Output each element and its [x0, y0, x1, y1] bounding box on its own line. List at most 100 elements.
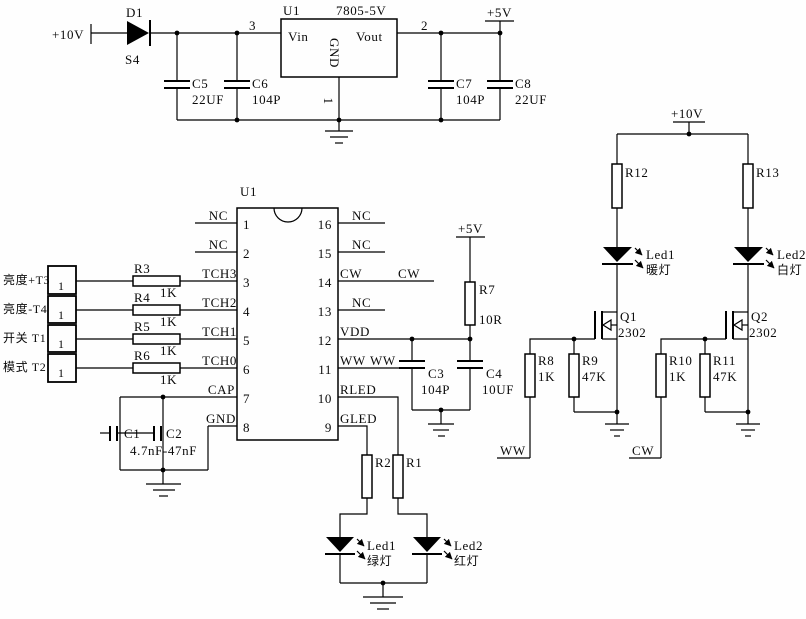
connector-pin: 1 — [58, 279, 65, 293]
connector-box — [47, 265, 77, 295]
connector-label: 模式 T2 — [3, 360, 46, 374]
pin-name: TCH1 — [202, 324, 237, 339]
status-led-section: R2 R1 Led1 绿灯 Led2 红灯 — [325, 454, 483, 610]
pin-name: TCH2 — [202, 295, 237, 310]
net-label-plus5v: +5V — [458, 221, 483, 236]
led-ref: Led2 — [454, 538, 483, 553]
net-label-plus10v: +10V — [52, 27, 84, 42]
mosfet-arrow — [601, 318, 612, 332]
cap-value: 4.7nF-47nF — [130, 443, 197, 458]
pin-name: GND — [206, 411, 236, 426]
mosfet-q1: Q1 2302 — [594, 309, 646, 340]
regulator-vout-pin: Vout — [356, 29, 383, 44]
cap-ref: C7 — [456, 76, 472, 91]
connector-label: 亮度+T3 — [3, 272, 50, 287]
regulator-vin-pin: Vin — [288, 29, 309, 44]
pin-number: 5 — [243, 333, 250, 348]
pin-name: RLED — [340, 382, 376, 397]
plus5v-port: +5V — [456, 221, 485, 282]
resistor-ref: R5 — [134, 319, 150, 334]
resistor-value: 47K — [713, 369, 737, 384]
cap-ref: C3 — [428, 366, 444, 381]
pin-number: 6 — [243, 362, 250, 377]
net-label-plus10v: +10V — [671, 106, 703, 121]
cap-ref: C5 — [192, 76, 208, 91]
capacitor-c2: C2 — [117, 426, 182, 441]
pin-number: 16 — [318, 217, 332, 232]
ground-symbol — [363, 583, 403, 610]
connector-pin: 1 — [58, 337, 65, 351]
net-label-cw: CW — [398, 266, 420, 281]
led-arrow — [356, 538, 365, 547]
resistor-r10 — [655, 353, 667, 398]
diode-ref: D1 — [126, 5, 143, 20]
resistor-value: 1K — [160, 314, 177, 329]
capacitor-c3: C3 104P — [399, 339, 450, 410]
resistor-r13 — [742, 163, 754, 209]
pin-name: CW — [340, 266, 362, 281]
connector-pin: 1 — [58, 308, 65, 322]
touch-ic-section: U1 NC 1 NC 2 TCH3 3 TCH2 4 TCH1 5 TCH0 6… — [195, 184, 434, 455]
mosfet-part: 2302 — [618, 325, 646, 340]
capacitor-c8: C8 22UF — [487, 33, 547, 120]
led-triangle — [603, 247, 632, 262]
connector-label: 开关 T1 — [3, 331, 46, 345]
ground-symbol — [146, 470, 181, 497]
gate-wire — [529, 338, 595, 354]
pin-number: 12 — [318, 333, 332, 348]
pin-name: CAP — [208, 382, 235, 397]
led-red: Led2 红灯 — [412, 537, 483, 583]
regulator-gnd-pin: GND — [327, 38, 342, 68]
cap-value: 22UF — [515, 92, 547, 107]
junction-dot — [438, 117, 444, 123]
ground-symbol — [325, 120, 353, 144]
led-ref: Led1 — [646, 247, 675, 262]
resistor-ref: R1 — [406, 455, 422, 470]
wire — [397, 498, 428, 537]
resistor-value: 1K — [538, 369, 555, 384]
capacitor-c6: C6 104P — [224, 33, 281, 120]
mosfet-ref: Q2 — [751, 309, 768, 324]
cap-value: 10UF — [482, 382, 514, 397]
led-driver-section: +10V R12 Led1 暖灯 Q1 2302 — [497, 106, 806, 459]
plus5v-port: +5V — [485, 5, 514, 33]
diode-d1: D1 S4 — [125, 5, 151, 67]
led-triangle — [326, 537, 354, 552]
pin-name: NC — [352, 208, 371, 223]
resistor-r1 — [392, 454, 404, 499]
pin-number: 2 — [243, 246, 250, 261]
mosfet-q2: Q2 2302 — [725, 309, 777, 340]
pin-number: 14 — [318, 275, 332, 290]
cap-ref: C4 — [486, 366, 502, 381]
resistor-value: 1K — [669, 369, 686, 384]
resistor-r11 — [699, 353, 711, 398]
led-arrow — [765, 247, 774, 256]
pin-number: 4 — [243, 304, 250, 319]
connector-pin: 1 — [58, 366, 65, 380]
pin-name: TCH3 — [202, 266, 237, 281]
cap-network-section: C1 C2 4.7nF-47nF — [100, 394, 237, 497]
rled-wire — [338, 396, 399, 455]
pin-name: TCH0 — [202, 353, 237, 368]
resistor-ref: R8 — [538, 353, 554, 368]
cap-ref: C6 — [252, 76, 268, 91]
resistor-r2 — [361, 454, 373, 499]
cap-ref: C2 — [166, 426, 182, 441]
regulator-ref: U1 — [283, 3, 300, 18]
led-green: Led1 绿灯 — [325, 537, 396, 583]
led-triangle — [413, 537, 441, 552]
diode-subref: S4 — [125, 52, 140, 67]
led-arrow — [443, 550, 453, 560]
resistor-ref: R9 — [582, 353, 598, 368]
led-arrow — [634, 247, 643, 256]
resistor-r7 — [464, 281, 476, 326]
resistor-value: 1K — [160, 372, 177, 387]
ground-symbol — [428, 410, 454, 437]
pin-name: NC — [352, 295, 371, 310]
cap-value: 104P — [456, 92, 485, 107]
resistor-ref: R2 — [375, 455, 391, 470]
led-desc: 绿灯 — [367, 553, 392, 568]
pin-name: VDD — [340, 324, 370, 339]
capacitor-c5: C5 22UF — [164, 33, 223, 120]
mosfet-arrow — [732, 318, 743, 332]
